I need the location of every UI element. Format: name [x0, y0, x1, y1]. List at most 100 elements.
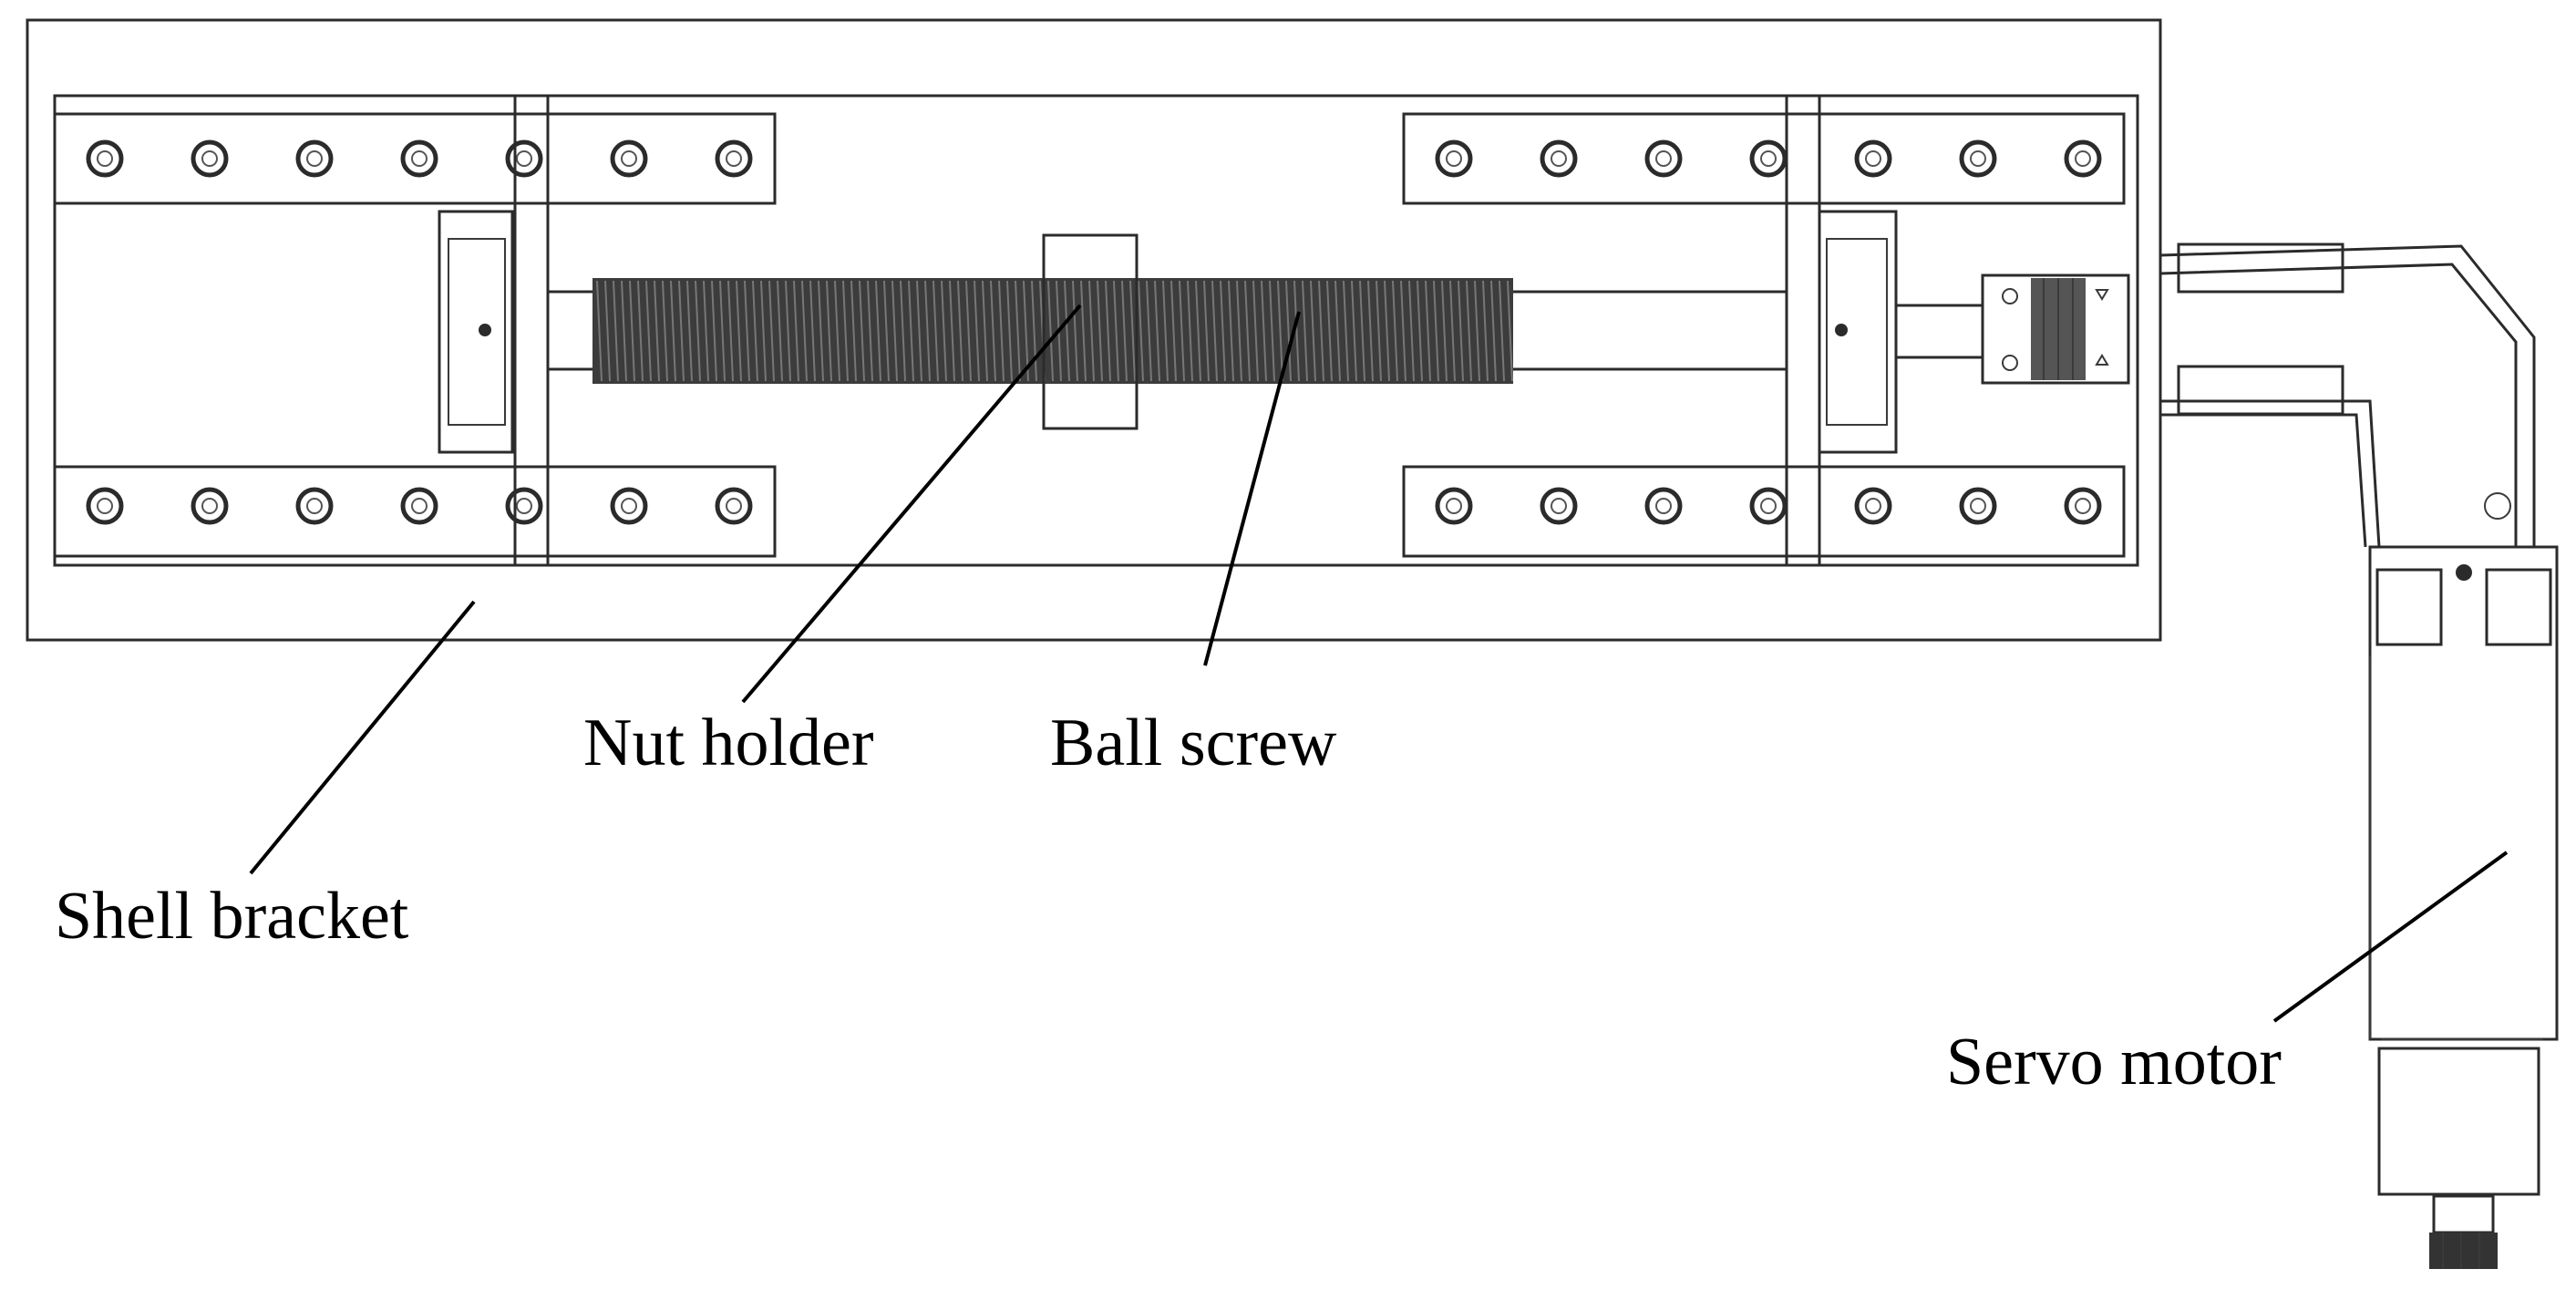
thread-line	[1343, 280, 1349, 382]
bolt-hole	[411, 150, 428, 167]
bolt	[295, 139, 334, 178]
thread-line	[1088, 280, 1095, 382]
bolt	[1644, 139, 1683, 178]
thread-line	[695, 280, 701, 382]
thread-line	[1220, 280, 1226, 382]
bolt-hole	[1970, 498, 1986, 514]
thread-line	[965, 280, 972, 382]
bearing-supports	[438, 210, 1898, 454]
bolt-hole	[726, 150, 742, 167]
bolt-hole	[306, 150, 323, 167]
bolt	[400, 139, 438, 178]
bolt	[715, 139, 753, 178]
thread-line	[1474, 280, 1480, 382]
shell-bracket-callout-line	[249, 600, 476, 875]
thread-line	[613, 280, 619, 382]
thread-line	[1400, 280, 1406, 382]
thread-line	[703, 280, 709, 382]
bolt	[505, 487, 543, 525]
thread-line	[1482, 280, 1489, 382]
mounting-rails	[53, 112, 2126, 558]
shaft-coupling	[1981, 273, 2130, 385]
thread-line	[719, 280, 726, 382]
thread-line	[1384, 280, 1390, 382]
shell-bracket-label: Shell bracket	[55, 879, 409, 954]
servo-motor-label: Servo motor	[1946, 1025, 2282, 1099]
thread-line	[1170, 280, 1177, 382]
thread-line	[1047, 280, 1054, 382]
thread-line	[1449, 280, 1456, 382]
bolt-hole	[1865, 498, 1881, 514]
thread-line	[1285, 280, 1292, 382]
thread-line	[990, 280, 996, 382]
thread-line	[1359, 280, 1365, 382]
thread-line	[867, 280, 873, 382]
bolt-hole	[97, 150, 113, 167]
thread-line	[1187, 280, 1193, 382]
thread-line	[1302, 280, 1308, 382]
thread-line	[1072, 280, 1078, 382]
thread-line	[941, 280, 947, 382]
bolt-hole	[1655, 498, 1672, 514]
mounting-bolts	[86, 139, 2102, 525]
thread-line	[998, 280, 1005, 382]
bolt-hole	[1970, 150, 1986, 167]
thread-line	[1269, 280, 1275, 382]
thread-line	[1179, 280, 1185, 382]
bolt	[1644, 487, 1683, 525]
thread-line	[768, 280, 775, 382]
thread-line	[793, 280, 799, 382]
servo-motor-callout-line	[2272, 851, 2509, 1023]
thread-line	[621, 280, 627, 382]
thread-line	[1228, 280, 1234, 382]
thread-line	[1031, 280, 1037, 382]
bolt-hole	[1655, 150, 1672, 167]
shell-bracket-drawing	[26, 18, 2162, 642]
thread-line	[727, 280, 734, 382]
bolt	[610, 487, 648, 525]
thread-line	[1006, 280, 1013, 382]
thread-line	[678, 280, 685, 382]
bolt-hole	[201, 498, 218, 514]
thread-line	[1318, 280, 1324, 382]
thread-line	[1211, 280, 1218, 382]
bolt-hole	[516, 498, 532, 514]
nut-holder-callout-line	[741, 304, 1082, 704]
thread-line	[1458, 280, 1464, 382]
bolt-hole	[2075, 150, 2091, 167]
bolt	[1540, 487, 1578, 525]
thread-line	[1121, 280, 1128, 382]
bolt	[1435, 487, 1473, 525]
thread-line	[1367, 280, 1374, 382]
bolt-hole	[97, 498, 113, 514]
bolt-hole	[516, 150, 532, 167]
thread-line	[974, 280, 980, 382]
thread-line	[1146, 280, 1152, 382]
bolt	[1749, 487, 1788, 525]
bolt-hole	[621, 498, 637, 514]
bolt-hole	[1551, 498, 1567, 514]
nut-holder-label: Nut holder	[583, 706, 874, 780]
thread-line	[1252, 280, 1259, 382]
bolt-hole	[1865, 150, 1881, 167]
bolt	[1959, 139, 1997, 178]
bolt	[86, 139, 124, 178]
thread-line	[883, 280, 890, 382]
bolt-hole	[1446, 150, 1462, 167]
bolt	[1749, 139, 1788, 178]
thread-line	[801, 280, 808, 382]
thread-line	[1015, 280, 1021, 382]
thread-line	[1351, 280, 1357, 382]
thread-line	[949, 280, 955, 382]
thread-line	[818, 280, 824, 382]
servo-motor-drawing	[2159, 242, 2559, 1269]
thread-line	[1490, 280, 1497, 382]
thread-line	[1203, 280, 1210, 382]
thread-line	[752, 280, 758, 382]
thread-line	[1408, 280, 1415, 382]
thread-line	[1080, 280, 1087, 382]
thread-line	[1154, 280, 1160, 382]
thread-line	[1441, 280, 1448, 382]
thread-line	[1425, 280, 1431, 382]
